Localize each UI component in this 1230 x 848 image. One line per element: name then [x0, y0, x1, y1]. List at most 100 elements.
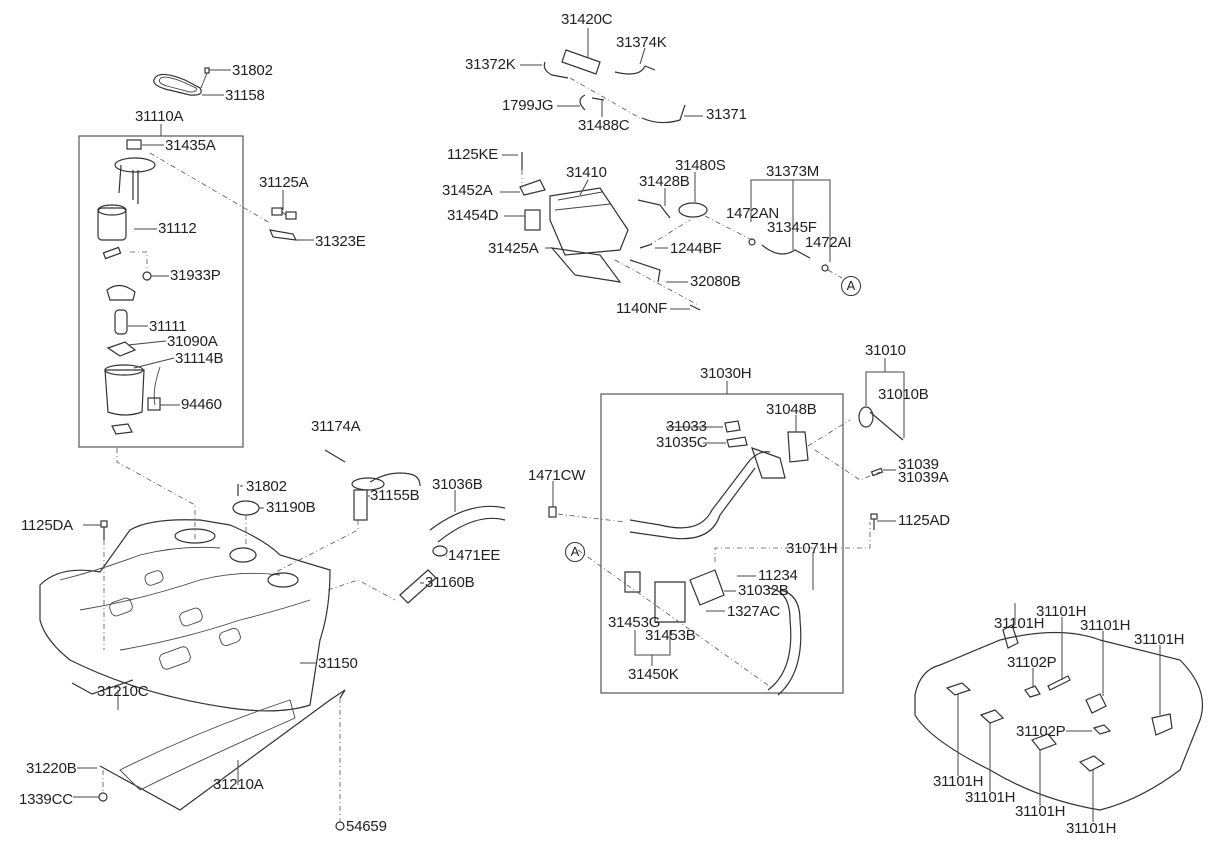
seal-31323E	[269, 229, 314, 241]
part-label-31802a: 31802	[232, 62, 273, 79]
filler-neck-group-box	[600, 393, 844, 694]
part-label-31372K: 31372K	[465, 56, 516, 73]
sender-31155B	[269, 449, 421, 576]
part-label-31373M: 31373M	[766, 163, 820, 180]
part-label-31101H-6: 31101H	[965, 789, 1016, 806]
part-label-31125A: 31125A	[259, 174, 309, 191]
part-label-31933P: 31933P	[170, 267, 221, 284]
bolt-31802-mid	[237, 484, 243, 496]
filler-neck-parts	[577, 415, 881, 696]
part-label-31454D: 31454D	[447, 207, 499, 224]
nut-54659	[335, 698, 345, 831]
canister-31410	[500, 152, 708, 311]
part-label-31210C: 31210C	[97, 683, 149, 700]
part-label-31323E: 31323E	[315, 233, 366, 250]
part-label-1125KE: 1125KE	[447, 146, 499, 163]
part-label-11234: 11234	[758, 567, 798, 584]
callout-A-mid: A	[565, 542, 585, 562]
part-label-31174A: 31174A	[311, 418, 361, 435]
clamp-1471EE	[432, 545, 448, 557]
part-label-31071H: 31071H	[786, 540, 838, 557]
bolt-1125AD	[870, 513, 896, 530]
fuel-pump-parts	[97, 139, 180, 435]
part-label-31210A: 31210A	[213, 776, 264, 793]
part-label-31035C: 31035C	[656, 434, 708, 451]
part-label-31155B: 31155B	[370, 487, 420, 504]
part-label-31428B: 31428B	[639, 173, 690, 190]
strap-31210A	[77, 689, 346, 811]
part-label-31033: 31033	[666, 418, 707, 435]
part-label-1471CW: 1471CW	[528, 467, 586, 484]
part-label-31036B: 31036B	[432, 476, 483, 493]
part-label-31039A: 31039A	[898, 469, 949, 486]
part-label-31101H-5: 31101H	[933, 773, 984, 790]
part-label-31030H: 31030H	[700, 365, 752, 382]
part-label-31488C: 31488C	[578, 117, 630, 134]
part-label-31114B: 31114B	[175, 350, 224, 367]
nut-1339CC	[73, 770, 108, 802]
part-label-31450K: 31450K	[628, 666, 679, 683]
part-label-31101H-4: 31101H	[1134, 631, 1185, 648]
part-label-32080B: 32080B	[690, 273, 741, 290]
part-label-31158: 31158	[225, 87, 265, 104]
fuel-cap-31010	[858, 358, 905, 441]
part-label-1125AD: 1125AD	[898, 512, 950, 529]
part-label-1327AC: 1327AC	[727, 603, 781, 620]
bolt-31802-top	[200, 67, 231, 89]
part-label-31032B: 31032B	[738, 582, 789, 599]
part-label-31010B: 31010B	[878, 386, 929, 403]
part-label-31102P-2: 31102P	[1016, 723, 1066, 740]
part-label-31435A: 31435A	[165, 137, 216, 154]
part-label-31010: 31010	[865, 342, 906, 359]
fuel-tank-31150	[39, 519, 331, 712]
part-label-31150: 31150	[318, 655, 358, 672]
plate-31190B	[232, 500, 264, 548]
part-label-31101H-2: 31101H	[1036, 603, 1087, 620]
part-label-31453G: 31453G	[608, 614, 661, 631]
part-label-31374K: 31374K	[616, 34, 667, 51]
part-label-31090A: 31090A	[167, 333, 218, 350]
part-label-31802b: 31802	[246, 478, 287, 495]
part-label-31452A: 31452A	[442, 182, 493, 199]
part-label-1339CC: 1339CC	[19, 791, 73, 808]
part-label-94460: 94460	[181, 396, 222, 413]
part-label-31111: 31111	[149, 318, 187, 335]
part-label-1472AN: 1472AN	[726, 205, 780, 222]
strap-31210C	[71, 679, 134, 710]
part-label-31101H-3: 31101H	[1080, 617, 1131, 634]
part-label-1471EE: 1471EE	[448, 547, 501, 564]
bolt-1125DA	[83, 520, 108, 650]
part-label-31410: 31410	[566, 164, 607, 181]
part-label-31048B: 31048B	[766, 401, 817, 418]
tank-pads-view	[914, 603, 1204, 822]
part-label-31110A: 31110A	[135, 108, 184, 125]
part-label-1799JG: 1799JG	[502, 97, 554, 114]
part-label-31345F: 31345F	[767, 219, 817, 236]
part-label-54659: 54659	[346, 818, 387, 835]
part-label-31039: 31039	[898, 456, 939, 473]
clip-1471CW	[548, 481, 626, 523]
part-label-31101H-8: 31101H	[1066, 820, 1117, 837]
part-label-31371: 31371	[706, 106, 747, 123]
fuel-filter-31420C	[520, 28, 703, 124]
part-label-31101H-7: 31101H	[1015, 803, 1066, 820]
part-label-31420C: 31420C	[561, 11, 613, 28]
part-label-31160B: 31160B	[425, 574, 475, 591]
gasket-31158	[153, 73, 224, 96]
bolt-31039	[870, 467, 896, 477]
part-label-31112: 31112	[158, 220, 197, 237]
part-label-31190B: 31190B	[266, 499, 316, 516]
hose-31036B	[429, 490, 506, 543]
part-label-1472AI: 1472AI	[805, 234, 852, 251]
part-label-1140NF: 1140NF	[616, 300, 668, 317]
pipe-31160B	[327, 569, 437, 604]
callout-A-top: A	[841, 276, 861, 296]
hose-31345F	[704, 179, 843, 279]
part-label-1125DA: 1125DA	[21, 517, 73, 534]
part-label-1244BF: 1244BF	[670, 240, 722, 257]
dashed-leader	[149, 152, 271, 224]
part-label-31425A: 31425A	[488, 240, 539, 257]
connector-31125A	[271, 190, 297, 220]
part-label-31101H-1: 31101H	[994, 615, 1045, 632]
